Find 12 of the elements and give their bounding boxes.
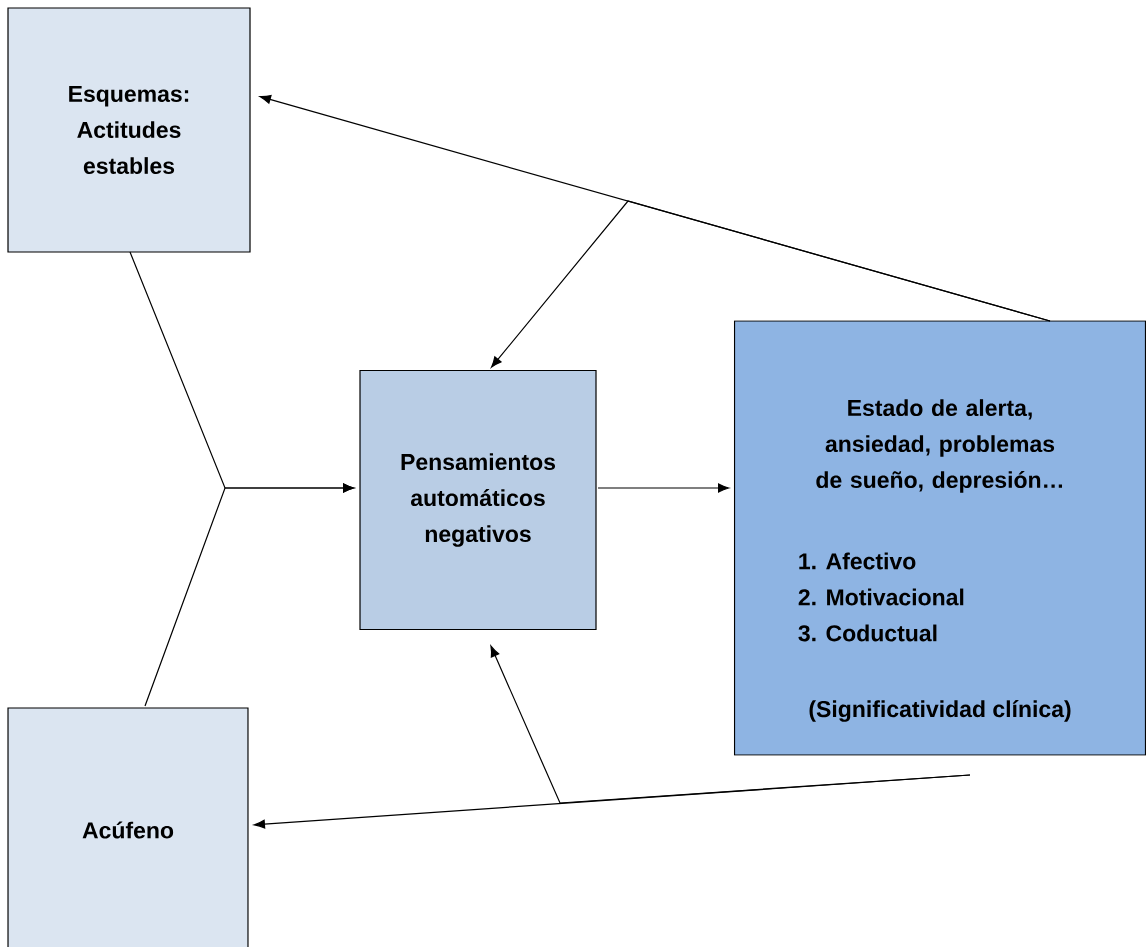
list-item: 2. Motivacional xyxy=(798,588,964,606)
box: Acúfeno xyxy=(7,707,249,947)
box: Pensamientos automáticos negativos xyxy=(359,369,597,631)
arrow xyxy=(597,483,730,493)
arrow xyxy=(144,483,355,707)
box: Esquemas: Actitudes estables xyxy=(7,7,251,253)
list-item: 3. Coductual xyxy=(798,624,937,642)
list-item: 1. Afectivo xyxy=(799,552,916,570)
arrow xyxy=(490,645,971,804)
arrow xyxy=(490,200,1051,368)
box-note: (Significatividad clínica) xyxy=(809,700,1071,722)
box-heading: Estado de alerta, ansiedad, problemas de sueño, depresión… xyxy=(816,399,1062,493)
